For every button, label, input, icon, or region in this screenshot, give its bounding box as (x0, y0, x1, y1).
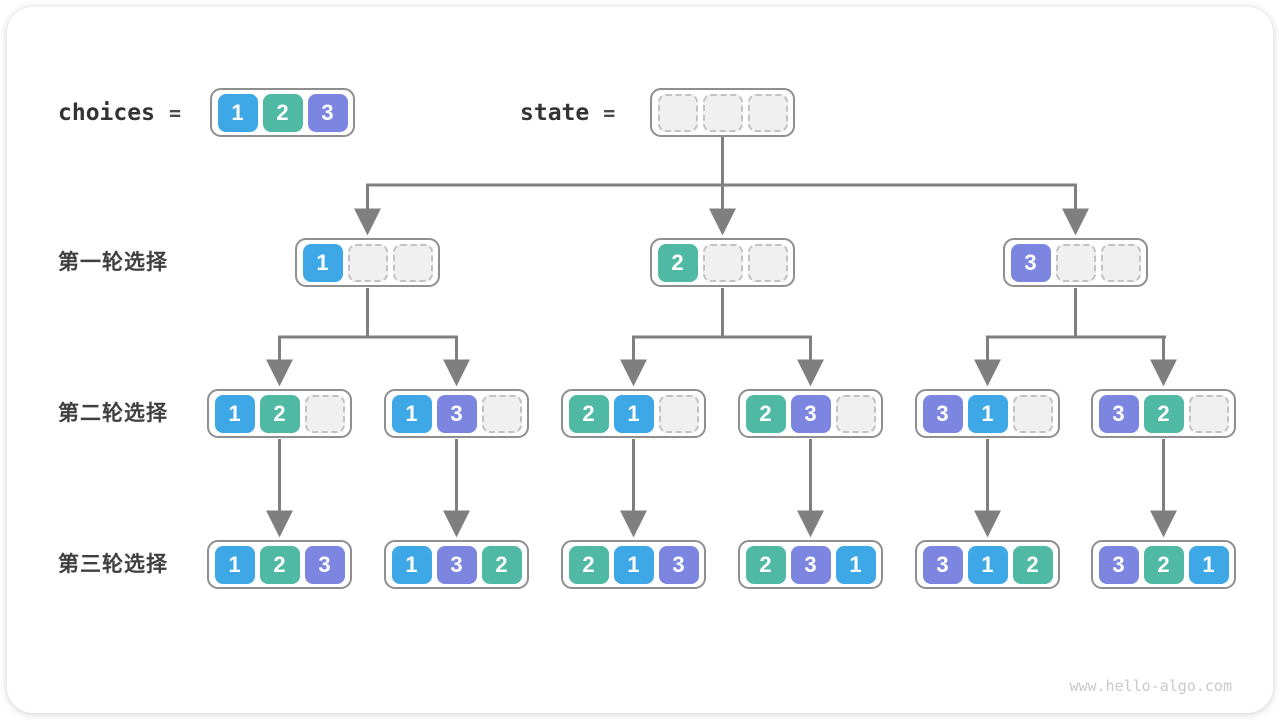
choice-cell: 1 (217, 93, 258, 132)
choice-cell: 2 (259, 394, 300, 433)
choice-cell: 3 (922, 545, 963, 584)
round1-row-label: 第一轮选择 (58, 251, 168, 274)
watermark: www.hello-algo.com (1069, 677, 1232, 695)
equals-sign: = (603, 100, 616, 125)
empty-slot (347, 243, 388, 282)
node-round3-321: 3 2 1 (1091, 540, 1236, 589)
node-round2-12: 1 2 (207, 389, 352, 438)
choice-cell: 1 (1188, 545, 1229, 584)
empty-slot (392, 243, 433, 282)
node-round3-213: 2 1 3 (561, 540, 706, 589)
choice-cell: 3 (304, 545, 345, 584)
choice-cell: 3 (436, 545, 477, 584)
diagram-card (7, 7, 1273, 713)
choice-cell: 1 (613, 394, 654, 433)
state-label: state (520, 99, 590, 126)
choice-cell: 2 (262, 93, 303, 132)
node-round3-132: 1 3 2 (384, 540, 529, 589)
choice-cell: 3 (790, 394, 831, 433)
choice-cell: 2 (1012, 545, 1053, 584)
choice-cell: 3 (658, 545, 699, 584)
empty-slot (658, 394, 699, 433)
empty-slot (747, 93, 788, 132)
round3-row-label: 第三轮选择 (58, 553, 168, 576)
choice-cell: 3 (1098, 394, 1139, 433)
choice-cell: 2 (481, 545, 522, 584)
empty-slot (702, 93, 743, 132)
choice-cell: 3 (436, 394, 477, 433)
choices-label: choices (58, 99, 155, 126)
node-round2-32: 3 2 (1091, 389, 1236, 438)
choice-cell: 2 (657, 243, 698, 282)
choice-cell: 1 (391, 545, 432, 584)
choice-cell: 3 (1010, 243, 1051, 282)
node-round3-231: 2 3 1 (738, 540, 883, 589)
empty-slot (481, 394, 522, 433)
choice-cell: 1 (967, 545, 1008, 584)
choice-cell: 1 (391, 394, 432, 433)
empty-slot (1100, 243, 1141, 282)
choice-cell: 1 (613, 545, 654, 584)
choice-cell: 3 (1098, 545, 1139, 584)
equals-sign: = (168, 100, 181, 125)
choice-cell: 2 (259, 545, 300, 584)
node-round2-31: 3 1 (915, 389, 1060, 438)
round2-row-label: 第二轮选择 (58, 402, 168, 425)
choice-cell: 1 (214, 545, 255, 584)
node-round1-2: 2 (650, 238, 795, 287)
node-round1-1: 1 (295, 238, 440, 287)
node-round3-123: 1 2 3 (207, 540, 352, 589)
empty-slot (1012, 394, 1053, 433)
state-caption: state = (520, 88, 615, 137)
choice-cell: 2 (745, 394, 786, 433)
node-choices: 1 2 3 (210, 88, 355, 137)
choice-cell: 1 (835, 545, 876, 584)
choice-cell: 1 (214, 394, 255, 433)
empty-slot (747, 243, 788, 282)
choice-cell: 2 (1143, 394, 1184, 433)
empty-slot (657, 93, 698, 132)
choice-cell: 1 (967, 394, 1008, 433)
choice-cell: 1 (302, 243, 343, 282)
empty-slot (1055, 243, 1096, 282)
choice-cell: 2 (568, 545, 609, 584)
node-round2-13: 1 3 (384, 389, 529, 438)
choice-cell: 3 (790, 545, 831, 584)
choices-caption: choices = (58, 88, 181, 137)
choice-cell: 3 (922, 394, 963, 433)
choice-cell: 3 (307, 93, 348, 132)
node-round2-21: 2 1 (561, 389, 706, 438)
empty-slot (304, 394, 345, 433)
node-state (650, 88, 795, 137)
choice-cell: 2 (1143, 545, 1184, 584)
node-round3-312: 3 1 2 (915, 540, 1060, 589)
choice-cell: 2 (745, 545, 786, 584)
node-round2-23: 2 3 (738, 389, 883, 438)
empty-slot (1188, 394, 1229, 433)
empty-slot (702, 243, 743, 282)
choice-cell: 2 (568, 394, 609, 433)
node-round1-3: 3 (1003, 238, 1148, 287)
empty-slot (835, 394, 876, 433)
